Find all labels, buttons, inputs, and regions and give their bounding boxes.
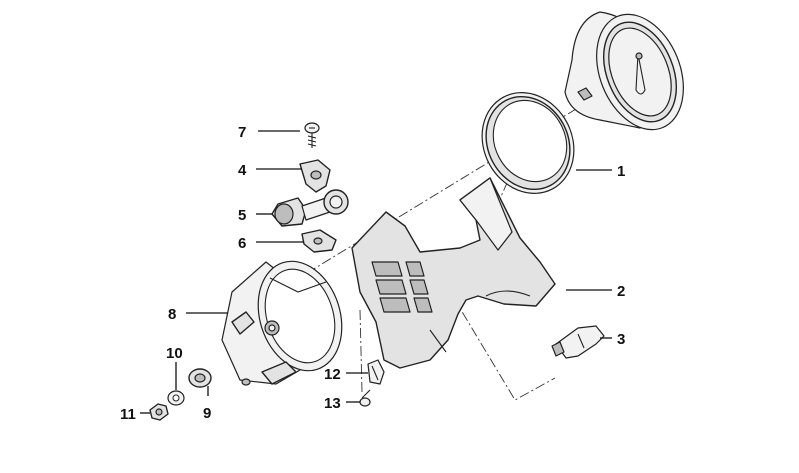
leader-lines: [140, 130, 612, 414]
callout-5: 5: [238, 207, 246, 224]
small-clip: [367, 359, 385, 385]
screw: [304, 122, 320, 148]
nut: [149, 403, 169, 421]
callout-11: 11: [120, 406, 136, 423]
callout-4: 4: [238, 162, 247, 179]
callout-6: 6: [238, 235, 246, 252]
clip: [551, 325, 605, 359]
callout-1: 1: [617, 163, 625, 180]
callout-8: 8: [168, 306, 176, 323]
adjustment-knob: [271, 189, 349, 227]
callout-9: 9: [203, 405, 211, 422]
small-screw: [359, 389, 371, 407]
callout-7: 7: [238, 124, 246, 141]
callout-12: 12: [324, 366, 341, 383]
callout-13: 13: [324, 395, 341, 412]
bracket: [299, 159, 331, 193]
callout-labels: 7 4 5 6 8 1 2 3 10 9 11 12 13: [120, 124, 625, 423]
gauge-pod: [221, 260, 343, 386]
callout-10: 10: [166, 345, 183, 362]
callout-3: 3: [617, 331, 625, 348]
washer: [167, 390, 185, 406]
gauge-housing: [564, 11, 684, 131]
clamp: [301, 229, 337, 253]
bezel-ring: [481, 92, 575, 194]
callout-2: 2: [617, 283, 625, 300]
trim-panel: [351, 177, 556, 369]
grommet: [188, 368, 212, 388]
